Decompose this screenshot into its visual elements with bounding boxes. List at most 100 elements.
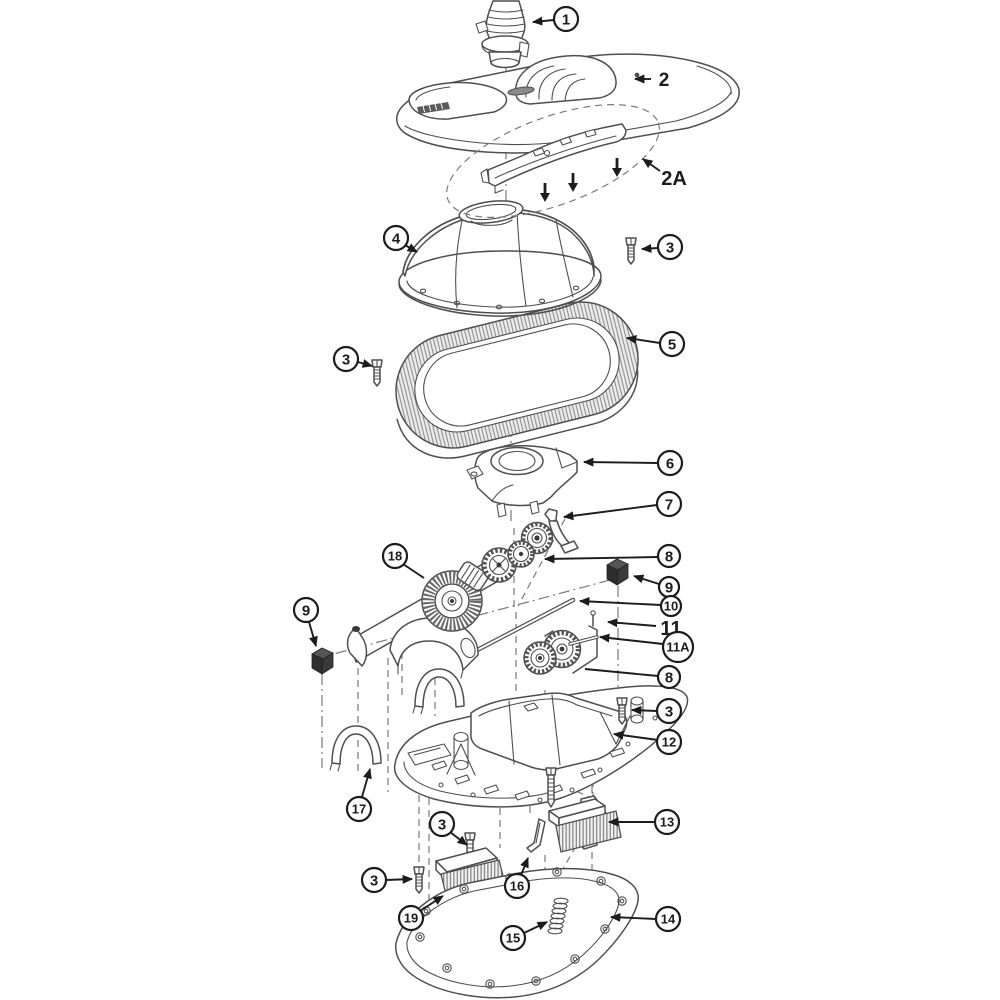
callout-14: 14 — [609, 905, 682, 933]
part-6-throat — [466, 445, 578, 518]
callout-label: 6 — [666, 455, 674, 472]
callout-1: 1 — [531, 5, 580, 33]
callout-label: 11A — [666, 640, 690, 655]
part-13-corner-brush — [548, 795, 622, 853]
callout-10: 10 — [578, 594, 683, 618]
part-8-pulley-top — [507, 521, 554, 568]
callout-3-bottom-mid: 3 — [428, 810, 468, 846]
leader-line — [612, 730, 659, 741]
part-11a-shaft — [568, 635, 599, 646]
part-15-spring — [547, 897, 569, 935]
callout-circle — [332, 345, 360, 373]
callout-circle — [655, 728, 683, 756]
down-arrow-icon — [540, 183, 550, 202]
callout-circle — [360, 866, 388, 894]
callout-3-top: 3 — [640, 233, 684, 261]
leader-line — [308, 621, 318, 648]
callout-circle — [661, 630, 695, 664]
part-7-lever — [544, 508, 579, 554]
leader-line — [642, 158, 661, 172]
callout-19: 19 — [397, 895, 444, 932]
callout-12: 12 — [612, 728, 683, 756]
callout-circle — [656, 543, 682, 569]
callout-circle — [428, 810, 456, 838]
callout-label: 8 — [665, 548, 673, 565]
flow-arrow-icons — [540, 158, 622, 202]
part-18-gear-assembly — [346, 547, 517, 679]
callout-circle — [656, 449, 684, 477]
callout-circle — [659, 594, 683, 618]
callout-16: 16 — [503, 856, 531, 900]
callout-label: 2 — [659, 70, 670, 91]
callout-4: 4 — [382, 224, 418, 253]
leader-line — [609, 912, 657, 922]
leader-line — [361, 767, 372, 798]
part-16-bracket — [526, 818, 546, 853]
callout-circle — [381, 542, 409, 570]
leader-line — [578, 596, 662, 606]
callout-13: 13 — [607, 808, 681, 836]
callout-label: 19 — [404, 911, 418, 926]
callout-circle — [397, 904, 425, 932]
callout-label: 18 — [388, 549, 402, 564]
part-5-brush-ring — [395, 301, 639, 459]
leader-line — [582, 457, 659, 467]
callout-label: 8 — [665, 669, 673, 686]
leader-line — [625, 334, 661, 344]
callout-label: 16 — [510, 879, 524, 894]
callout-circle — [552, 5, 580, 33]
callout-label: 15 — [506, 931, 520, 946]
leader-line — [632, 574, 660, 585]
callout-circle — [656, 233, 684, 261]
callout-label: 14 — [661, 912, 676, 927]
callout-label: 3 — [342, 351, 350, 368]
leader-line — [606, 618, 657, 628]
callout-label: 3 — [438, 816, 446, 833]
callout-circle — [653, 808, 681, 836]
callout-15: 15 — [499, 921, 548, 952]
leader-line — [357, 359, 374, 368]
leader-line — [630, 705, 658, 715]
callout-label: 13 — [660, 815, 674, 830]
callout-label: 4 — [392, 230, 401, 247]
leader-line — [523, 921, 548, 934]
callout-label: 7 — [665, 496, 673, 513]
callout-circle — [654, 905, 682, 933]
part-12-chassis — [393, 685, 689, 808]
callout-11A: 11A — [598, 630, 695, 664]
callout-2A: 2A — [642, 158, 687, 190]
leader-line — [598, 633, 664, 645]
leader-line — [520, 856, 529, 876]
callout-8-bottom: 8 — [584, 664, 682, 690]
part-9-bumper-block-left — [311, 647, 334, 675]
callout-3-mid-right: 3 — [630, 697, 683, 725]
down-arrow-icon — [568, 173, 578, 192]
callout-7: 7 — [562, 490, 683, 521]
callout-18: 18 — [381, 542, 425, 579]
callout-circle — [345, 795, 373, 823]
callout-9-left: 9 — [292, 596, 320, 648]
part-8-pulley-bottom — [523, 625, 598, 675]
callout-label: 1 — [562, 11, 570, 28]
callout-label: 9 — [665, 579, 673, 596]
leader-line — [584, 668, 659, 677]
leader-line — [531, 16, 555, 26]
callout-6: 6 — [582, 449, 684, 477]
callout-label: 10 — [664, 599, 678, 614]
part-10-axle-rod — [459, 597, 576, 661]
callout-9-right: 9 — [632, 574, 681, 599]
callout-label: 3 — [666, 239, 674, 256]
callout-label: 5 — [668, 336, 676, 353]
part-1-hose-connector — [475, 0, 530, 69]
leader-line — [449, 831, 468, 846]
callout-circle — [499, 924, 527, 952]
callout-label: 12 — [662, 735, 676, 750]
callout-3-left: 3 — [332, 345, 374, 373]
callout-circle — [658, 330, 686, 358]
callout-circle — [655, 697, 683, 725]
callout-label: 9 — [302, 602, 310, 619]
callout-3-bottom-left: 3 — [360, 866, 414, 894]
